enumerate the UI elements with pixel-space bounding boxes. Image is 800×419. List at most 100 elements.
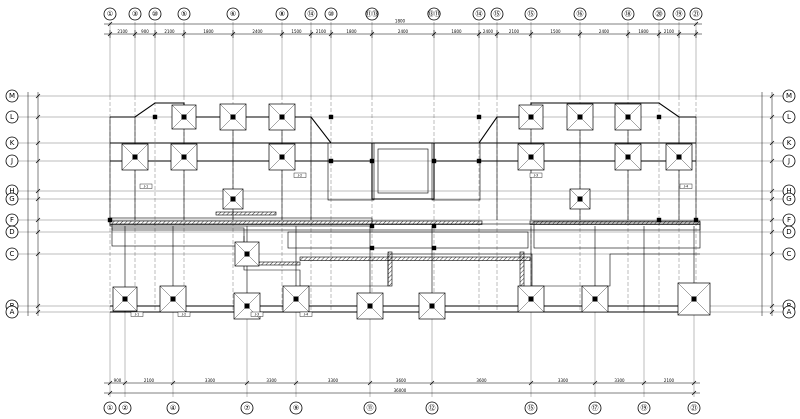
bottom-dim-label: 3600 bbox=[476, 378, 487, 383]
axis-bubble-circle bbox=[226, 7, 240, 21]
column bbox=[170, 296, 176, 302]
top-dim-label: 1800 bbox=[451, 29, 462, 34]
bottom-dim-tick bbox=[528, 380, 534, 386]
axis-bubble-label: ⑰ bbox=[592, 404, 599, 412]
hatched-wall-2 bbox=[299, 256, 531, 261]
bottom-dim-tick bbox=[107, 380, 113, 386]
axis-bubble-circle bbox=[240, 401, 254, 415]
bottom-dim-tick bbox=[170, 380, 176, 386]
bottom-dim-label: 3300 bbox=[614, 378, 625, 383]
column bbox=[625, 154, 631, 160]
bottom-dim-tick bbox=[691, 390, 697, 396]
bottom-dim-label: 2100 bbox=[664, 378, 675, 383]
footing-19 bbox=[356, 292, 384, 320]
axis-bubble-circle bbox=[490, 7, 504, 21]
axis-bubble-circle bbox=[5, 110, 19, 124]
axis-bubble-circle bbox=[472, 7, 486, 21]
column bbox=[279, 114, 285, 120]
axis-bubble-label: ③ bbox=[132, 10, 138, 18]
small-column-6 bbox=[431, 245, 437, 251]
small-column-12 bbox=[656, 114, 662, 120]
bottom-dim-label: 3600 bbox=[396, 378, 407, 383]
axis-top-15: ⑳ bbox=[652, 7, 666, 21]
top-dim-overall-label: 1800 bbox=[395, 19, 406, 24]
axis-top-10: ⑭ bbox=[472, 7, 486, 21]
footing-5 bbox=[614, 103, 642, 131]
axis-top-9: ⑬⑪ bbox=[427, 7, 441, 21]
top-dim-label: 2100 bbox=[164, 29, 175, 34]
axis-bubble-circle bbox=[427, 7, 441, 21]
column bbox=[244, 251, 250, 257]
column bbox=[230, 196, 236, 202]
top-dim-label: 900 bbox=[141, 29, 149, 34]
footing-tag: J-1 bbox=[143, 184, 148, 188]
axis-bubble-label: ⑭ bbox=[476, 10, 483, 18]
axis-right-5: G bbox=[782, 192, 796, 206]
axis-right-7: D bbox=[782, 225, 796, 239]
column bbox=[592, 296, 598, 302]
axis-bubble-circle bbox=[289, 401, 303, 415]
axis-bubble-circle bbox=[689, 7, 703, 21]
footing-tag-box bbox=[529, 172, 543, 178]
axis-bubble-label: K bbox=[10, 139, 15, 147]
axis-bubble-label: ④ bbox=[170, 404, 176, 412]
bottom-dim-tick bbox=[367, 380, 373, 386]
axis-bottom-7: ⑮ bbox=[524, 401, 538, 415]
footing-8 bbox=[268, 143, 296, 171]
axis-bubble-label: K bbox=[787, 139, 792, 147]
axis-top-2: ⑩ bbox=[148, 7, 162, 21]
axis-top-12: ⑮ bbox=[524, 7, 538, 21]
axis-bubble-circle bbox=[782, 89, 796, 103]
axis-bubble-circle bbox=[363, 401, 377, 415]
footing-7 bbox=[170, 143, 198, 171]
lift-core-left bbox=[327, 142, 375, 201]
footing-tag-box bbox=[293, 172, 307, 178]
lift-core-right bbox=[431, 142, 481, 201]
bottom-dim-label: 3300 bbox=[558, 378, 569, 383]
side-dim-tick bbox=[769, 303, 775, 309]
top-dim-label: 1800 bbox=[346, 29, 357, 34]
footing-6 bbox=[121, 143, 149, 171]
axis-top-17: ㉑ bbox=[689, 7, 703, 21]
footing-tag-box bbox=[177, 311, 191, 317]
axis-bubble-circle bbox=[782, 136, 796, 150]
axis-bubble-circle bbox=[672, 7, 686, 21]
axis-left-8: C bbox=[5, 247, 19, 261]
footing-0 bbox=[171, 104, 197, 130]
side-dim-tick bbox=[769, 217, 775, 223]
strip-D-left bbox=[111, 227, 245, 247]
axis-bubble-label: L bbox=[787, 113, 791, 121]
small-column-4 bbox=[369, 223, 375, 229]
small-column-13 bbox=[328, 114, 334, 120]
axis-bubble-label: ⑲ bbox=[676, 10, 683, 18]
axis-bubble-circle bbox=[524, 7, 538, 21]
side-dim-tick bbox=[769, 158, 775, 164]
axis-bubble-circle bbox=[573, 7, 587, 21]
axis-bottom-1: ② bbox=[118, 401, 132, 415]
axis-bubble-circle bbox=[5, 305, 19, 319]
axis-bubble-label: ⑨ bbox=[293, 404, 299, 412]
axis-bubble-label: A bbox=[10, 308, 15, 316]
axis-bubble-label: M bbox=[9, 92, 15, 100]
column bbox=[122, 296, 128, 302]
axis-right-8: C bbox=[782, 247, 796, 261]
axis-bubble-circle bbox=[588, 401, 602, 415]
axis-bubble-circle bbox=[782, 110, 796, 124]
axis-bubble-label: ⑫ bbox=[429, 404, 436, 412]
axis-bubble-label: G bbox=[786, 195, 791, 203]
small-column-3 bbox=[476, 158, 482, 164]
axis-right-2: K bbox=[782, 136, 796, 150]
axis-right-10: A bbox=[782, 305, 796, 319]
top-dim-label: 2100 bbox=[117, 29, 128, 34]
hatched-wall-6 bbox=[215, 211, 277, 216]
footing-3 bbox=[518, 104, 544, 130]
axis-bubble-label: ⑮ bbox=[494, 10, 501, 18]
axis-top-6: ⑭ bbox=[304, 7, 318, 21]
axis-bubble-label: ⑬⑪ bbox=[427, 10, 441, 18]
top-dim-tick bbox=[107, 21, 113, 27]
axis-bubble-label: J bbox=[787, 157, 790, 165]
axis-bubble-label: ⑳ bbox=[656, 10, 663, 18]
axis-bubble-circle bbox=[5, 247, 19, 261]
side-dim-tick bbox=[35, 140, 41, 146]
footing-tag-box bbox=[139, 183, 153, 189]
